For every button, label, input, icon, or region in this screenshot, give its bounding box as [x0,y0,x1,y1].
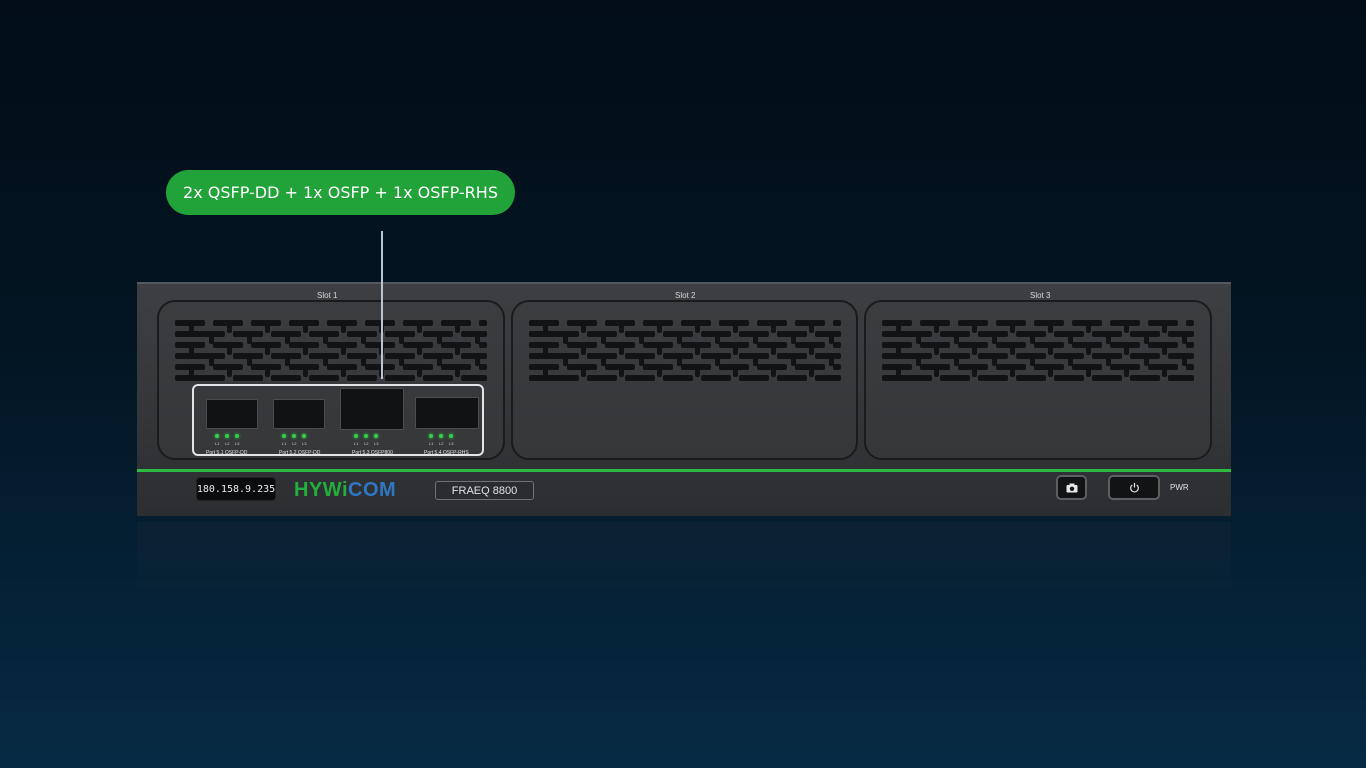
port-5-2[interactable] [273,399,325,429]
port-5-3-caption: Port 5.3 OSFP800 [352,450,393,456]
power-button[interactable] [1108,475,1160,500]
led [449,434,453,438]
port-5-1-caption: Port 5.1 QSFP-DD [206,450,248,456]
port-5-3-leds [354,434,378,438]
slot-2-label: Slot 2 [675,291,696,300]
led [225,434,229,438]
status-stripe [137,469,1231,472]
camera-icon [1066,483,1077,492]
port-5-3[interactable] [340,388,404,430]
slot-2-panel[interactable] [511,300,858,460]
port-5-1-leds [215,434,239,438]
led [364,434,368,438]
port-5-1[interactable] [206,399,258,429]
led [429,434,433,438]
chassis-reflection [137,522,1231,622]
port-5-4-leds [429,434,453,438]
vent-grille [175,320,487,381]
port-5-4[interactable] [415,397,479,429]
led [439,434,443,438]
led [235,434,239,438]
led [354,434,358,438]
camera-button[interactable] [1056,475,1087,500]
vent-grille [529,320,841,381]
led [374,434,378,438]
power-label: PWR [1170,483,1189,492]
slot-1-label: Slot 1 [317,291,338,300]
led [292,434,296,438]
slot-3-panel[interactable] [864,300,1212,460]
power-icon [1129,482,1139,493]
port-5-2-caption: Port 5.2 QSFP-DD [279,450,321,456]
slot-3-label: Slot 3 [1030,291,1051,300]
led [282,434,286,438]
vent-grille [882,320,1194,381]
led [302,434,306,438]
port-5-4-caption: Port 5.4 OSFP-RHS [424,450,469,456]
led [215,434,219,438]
module-callout: 2x QSFP-DD + 1x OSFP + 1x OSFP-RHS [166,170,515,215]
model-label: FRAEQ 8800 [435,481,534,500]
brand-logo: HYWiCOM [294,479,397,501]
ip-address-display: 180.158.9.235 [196,477,276,501]
port-5-2-leds [282,434,306,438]
callout-connector [381,231,383,379]
